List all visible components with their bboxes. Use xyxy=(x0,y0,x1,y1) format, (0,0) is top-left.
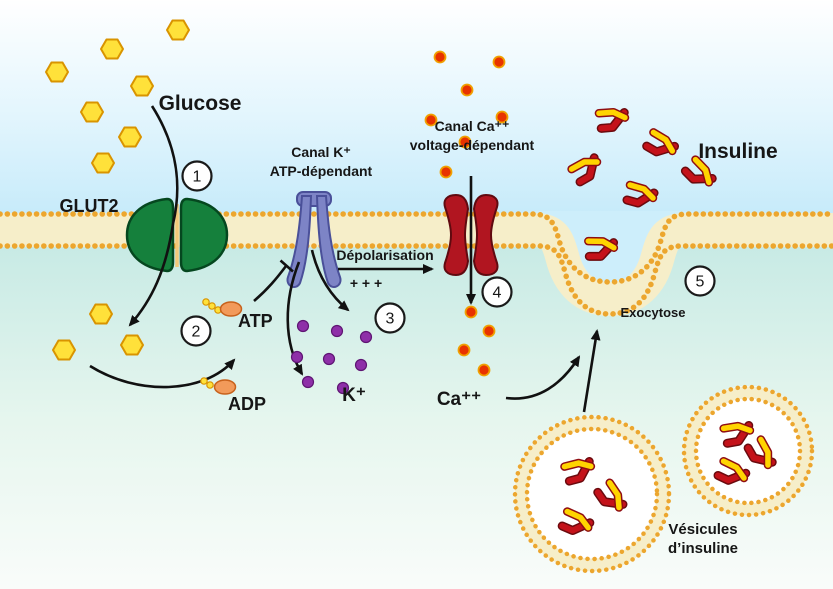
step-circle-2: 2 xyxy=(180,315,212,347)
k-ion-dot xyxy=(296,319,310,333)
ca-to-exocytosis-arrow xyxy=(505,355,581,400)
glut2-transporter xyxy=(125,197,229,273)
ca-ion-dot xyxy=(482,324,496,338)
step-circle-5: 5 xyxy=(684,265,716,297)
exocytose-label: Exocytose xyxy=(620,305,685,320)
vesicle-lipid-heads-outer xyxy=(512,414,672,574)
plus-signs-label: + + + xyxy=(350,275,382,291)
glucose-entry-arrow xyxy=(128,105,179,327)
glut2-label: GLUT2 xyxy=(59,196,118,216)
adp-label: ADP xyxy=(228,394,266,414)
k-efflux-arrow xyxy=(310,249,350,312)
glucose-hexagon-icon xyxy=(89,303,113,325)
glucose-hexagon-icon xyxy=(166,19,190,41)
glucose-label: Glucose xyxy=(159,92,242,115)
glucose-hexagon-icon xyxy=(120,334,144,356)
ca-ion-dot xyxy=(439,165,453,179)
atp-icon xyxy=(202,298,243,317)
glucose-hexagon-icon xyxy=(45,61,69,83)
atp-inhibition-line xyxy=(253,265,288,302)
glucose-hexagon-icon xyxy=(130,75,154,97)
membrane-lipid-heads-bottom xyxy=(0,243,833,317)
step-number: 4 xyxy=(493,285,502,302)
k-channel-label-line2: ATP-dépendant xyxy=(270,163,373,179)
atp-inhibition-tbar xyxy=(279,259,294,273)
step-circle-1: 1 xyxy=(181,160,213,192)
insuline-label: Insuline xyxy=(698,140,777,163)
ca-ion-dot xyxy=(492,55,506,69)
k-ion-label: K⁺ xyxy=(342,385,366,406)
insulin-vesicle-small xyxy=(681,384,815,518)
k-ion-dot xyxy=(322,352,336,366)
k-ion-dot xyxy=(330,324,344,338)
step-number: 5 xyxy=(696,274,705,291)
step-circle-3: 3 xyxy=(374,302,406,334)
ca-channel xyxy=(443,193,499,277)
ca-channel-label-line2: voltage-dépendant xyxy=(410,137,535,153)
k-channel xyxy=(286,191,342,288)
step-number: 3 xyxy=(386,311,395,328)
vesicle-to-membrane-arrow xyxy=(582,329,601,413)
membrane-lipid-heads-top xyxy=(0,211,833,285)
glut2-right-half xyxy=(179,197,229,273)
ca-ion-dot xyxy=(464,305,478,319)
ca-ion-label: Ca⁺⁺ xyxy=(437,389,481,410)
glucose-hexagon-icon xyxy=(80,101,104,123)
ca-ion-dot xyxy=(477,363,491,377)
step-number: 1 xyxy=(193,169,202,186)
vesicles-label-line1: Vésicules xyxy=(668,521,737,538)
k-ion-dot xyxy=(290,350,304,364)
ca-ion-dot xyxy=(457,343,471,357)
glucose-hexagon-icon xyxy=(118,126,142,148)
glucose-hexagon-icon xyxy=(100,38,124,60)
glucose-hexagon-icon xyxy=(91,152,115,174)
vesicle-membrane-band xyxy=(514,416,670,572)
vesicle-membrane-band xyxy=(683,386,813,516)
atp-label: ATP xyxy=(238,311,273,331)
glut2-left-half xyxy=(125,197,175,273)
vesicle-lipid-heads-outer xyxy=(681,384,815,518)
vesicle-lipid-heads-inner xyxy=(693,396,803,506)
ca-channel-left xyxy=(443,193,470,277)
atp-production-arrow xyxy=(89,358,236,389)
k-ion-dot xyxy=(301,375,315,389)
insulin-vesicle-large xyxy=(512,414,672,574)
k-ion-dot xyxy=(359,330,373,344)
k-efflux-arrow-2 xyxy=(286,261,304,376)
adp-icon xyxy=(200,377,237,395)
k-channel-label-line1: Canal K⁺ xyxy=(291,144,351,160)
ca-ion-dot xyxy=(433,50,447,64)
vesicles-label-line2: d’insuline xyxy=(668,540,738,557)
glucose-hexagon-icon xyxy=(52,339,76,361)
vesicle-lumen xyxy=(514,416,670,572)
step-circle-4: 4 xyxy=(481,276,513,308)
k-channel-right-leg xyxy=(315,195,342,288)
step-number: 2 xyxy=(192,324,201,341)
ca-ion-dot xyxy=(460,83,474,97)
k-ion-dot xyxy=(354,358,368,372)
vesicle-lipid-heads-inner xyxy=(524,426,660,562)
depolarisation-label: Dépolarisation xyxy=(336,247,433,263)
ca-channel-right xyxy=(472,193,499,277)
ca-channel-label-line1: Canal Ca⁺⁺ xyxy=(435,118,510,134)
